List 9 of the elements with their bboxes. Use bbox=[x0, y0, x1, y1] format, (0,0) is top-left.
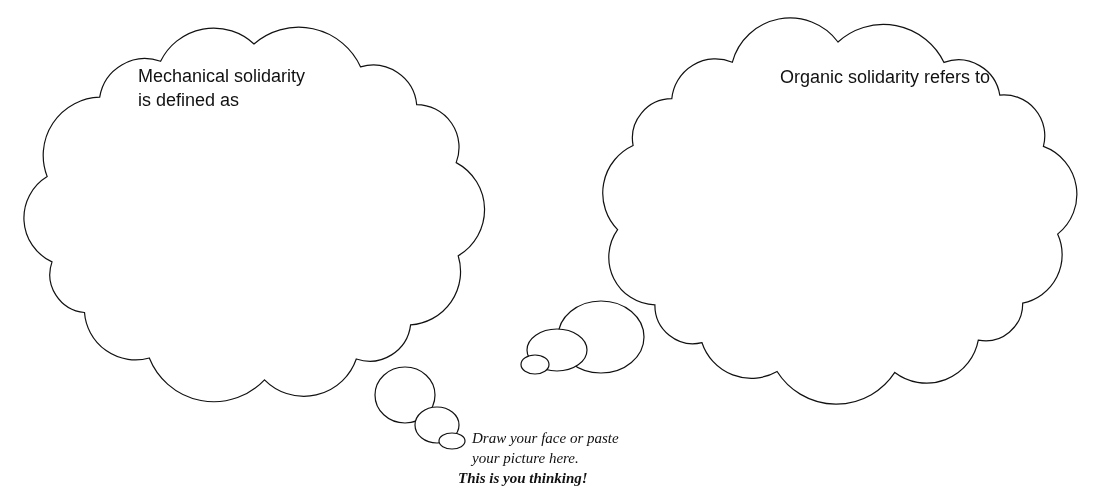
thought-bubble bbox=[374, 366, 436, 424]
thought-bubble bbox=[438, 432, 466, 450]
thought-bubble bbox=[520, 354, 550, 375]
prompt-text: Mechanical solidarity is defined as bbox=[138, 65, 307, 112]
thought-bubble bbox=[526, 328, 588, 372]
prompt-text: Organic solidarity refers to bbox=[780, 66, 992, 89]
caption-text: This is you thinking! bbox=[458, 469, 589, 488]
thought-bubble bbox=[414, 406, 460, 444]
instruction-text: Draw your face or paste your picture here. bbox=[472, 429, 620, 468]
